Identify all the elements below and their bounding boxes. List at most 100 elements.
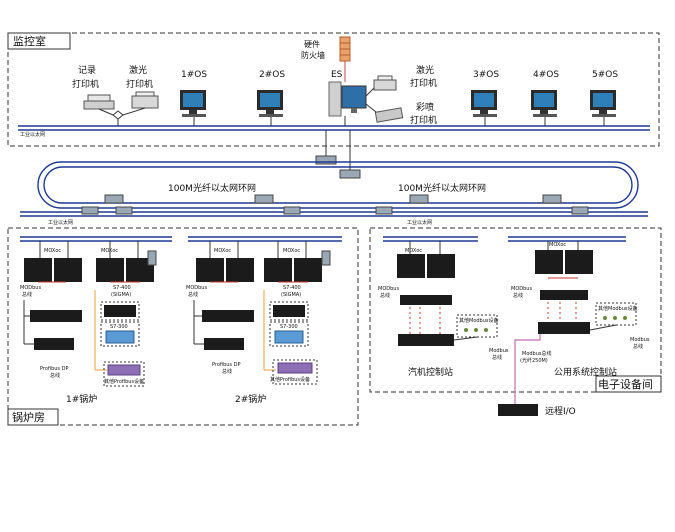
remote-io-label: 远程I/O (545, 406, 576, 417)
io-rack (400, 295, 452, 305)
control-room-tag (7, 32, 71, 50)
utility-control-station: MOXoc MODbus 总线 其他Modbus设备 Modbus 总线 Mod… (508, 236, 650, 378)
controller-rack (24, 258, 52, 282)
io-rack (202, 310, 254, 322)
operator-station-5: 5#OS (590, 70, 618, 126)
io-rack (34, 338, 74, 350)
laser-printer-right-label-line2: 打印机 (410, 77, 437, 89)
modbus-device-icon (623, 316, 627, 320)
color-printer-label-line2: 打印机 (410, 114, 437, 126)
switch-icon (147, 250, 157, 266)
boiler-1-s7400-line2: (SIGMA) (111, 292, 131, 298)
laser-printer-left-label-line2: 打印机 (126, 78, 153, 90)
utility-modbus-line2: 总线 (513, 292, 523, 299)
boiler-1-station: MOXoc MOXoc MODbus 总线 S7-400 (SIGMA) S7-… (20, 236, 172, 405)
control-room-ethernet-bus: 工业以太网 (18, 125, 650, 138)
boiler-2-other-profibus: 其他Profibus设备 (270, 376, 310, 383)
workstation-icon (531, 90, 557, 117)
log-printer-label-line1: 记录 (78, 65, 96, 76)
turbine-other-modbus: 其他Modbus设备 (459, 317, 499, 324)
controller-rack (294, 258, 322, 282)
turbine-modbus-bus-line2: 总线 (492, 354, 502, 361)
station-4-label: 4#OS (533, 70, 559, 80)
control-room-zone: 监控室 (7, 32, 660, 147)
engineering-station: ES (328, 70, 367, 126)
utility-fiber-line1: Modbus总线 (522, 350, 552, 357)
fiber-ring: 100M光纤以太网环网 100M光纤以太网环网 (37, 161, 639, 209)
boiler-room-zone: 锅炉房 (7, 227, 359, 426)
workstation-icon (471, 90, 497, 117)
controller-rack (427, 254, 455, 278)
controller-rack (565, 250, 593, 274)
io-rack (204, 338, 244, 350)
utility-other-modbus: 其他Modbus设备 (598, 305, 638, 312)
field-ethernet-label-left: 工业以太网 (48, 219, 73, 226)
s7-300-plc (274, 330, 304, 344)
operator-station-4: 4#OS (531, 70, 559, 126)
laser-printer-left: 激光 打印机 (126, 64, 159, 109)
electronics-room-label: 电子设备间 (598, 377, 653, 391)
switch-icon (375, 206, 393, 215)
ring-label-left: 100M光纤以太网环网 (168, 182, 256, 194)
log-printer: 记录 打印机 (72, 65, 115, 110)
switch-icon (571, 206, 589, 215)
boiler-2-s7300-label: S7-300 (280, 324, 298, 330)
boiler-2-s7400-line1: S7-400 (283, 285, 301, 291)
printer-icon (374, 107, 404, 123)
switch-icon (283, 206, 301, 215)
utility-modbus-bus-line2: 总线 (633, 343, 643, 350)
turbine-modbus-line2: 总线 (380, 292, 390, 299)
utility-fiber-line2: (光纤250M) (520, 357, 548, 364)
utility-moxoc-label: MOXoc (549, 242, 566, 248)
operator-station-1: 1#OS (180, 70, 207, 126)
profibus-device (107, 364, 141, 376)
workstation-icon (590, 90, 616, 117)
control-room-border (7, 32, 660, 147)
boiler-2-station: MOXoc MOXoc MODbus 总线 S7-400 (SIGMA) S7-… (186, 236, 342, 405)
station-3-label: 3#OS (473, 70, 499, 80)
boiler-1-profibus-line2: 总线 (50, 372, 60, 379)
laser-printer-left-label-line1: 激光 (129, 64, 147, 76)
profibus-device (277, 362, 313, 374)
io-rack (540, 290, 588, 300)
remote-io-rack (498, 404, 538, 416)
turbine-control-station: MOXoc MODbus 总线 其他Modbus设备 Modbus 总线 汽机控… (378, 236, 509, 378)
boiler-1-profibus-line1: Profibus DP (40, 366, 68, 372)
boiler-1-s7300-label: S7-300 (110, 324, 128, 330)
turbine-modbus-bus-line1: Modbus (489, 348, 509, 354)
boiler-1-modbus-line2: 总线 (22, 291, 32, 298)
controller-rack (54, 258, 82, 282)
workstation-icon (257, 90, 283, 117)
switch-icon (409, 194, 429, 204)
controller-rack (196, 258, 224, 282)
turbine-modbus-line1: MODbus (378, 286, 399, 292)
modbus-device-icon (464, 328, 468, 332)
core-switches (315, 130, 361, 179)
controller-rack (96, 258, 124, 282)
firewall: 硬件 防火墙 (301, 36, 351, 82)
color-printer: 彩喷 打印机 (365, 102, 437, 126)
field-ethernet-bus: 工业以太网 工业以太网 (20, 206, 648, 226)
station-1-label: 1#OS (181, 70, 207, 80)
station-2-label: 2#OS (259, 70, 285, 80)
io-rack (30, 310, 82, 322)
switch-icon (104, 194, 124, 204)
control-room-ethernet-label: 工业以太网 (20, 131, 45, 138)
field-ethernet-label-right: 工业以太网 (407, 219, 432, 226)
control-room-label: 监控室 (13, 34, 46, 48)
boiler-1-other-profibus: 其他Profibus设备 (104, 378, 144, 385)
boiler-2-label: 2#锅炉 (235, 393, 266, 405)
remote-io: 远程I/O (498, 334, 576, 417)
boiler-2-moxoc-right: MOXoc (283, 248, 300, 254)
controller-rack (535, 250, 563, 274)
boiler-1-moxoc-left: MOXoc (44, 248, 61, 254)
utility-modbus-bus-line1: Modbus (630, 337, 650, 343)
controller-rack (397, 254, 425, 278)
modbus-device-icon (613, 316, 617, 320)
laser-printer-right-label-line1: 激光 (416, 64, 434, 76)
firewall-label-line2: 防火墙 (301, 50, 325, 60)
workstation-icon (180, 90, 206, 117)
operator-station-3: 3#OS (471, 70, 499, 126)
modbus-device-icon (474, 328, 478, 332)
